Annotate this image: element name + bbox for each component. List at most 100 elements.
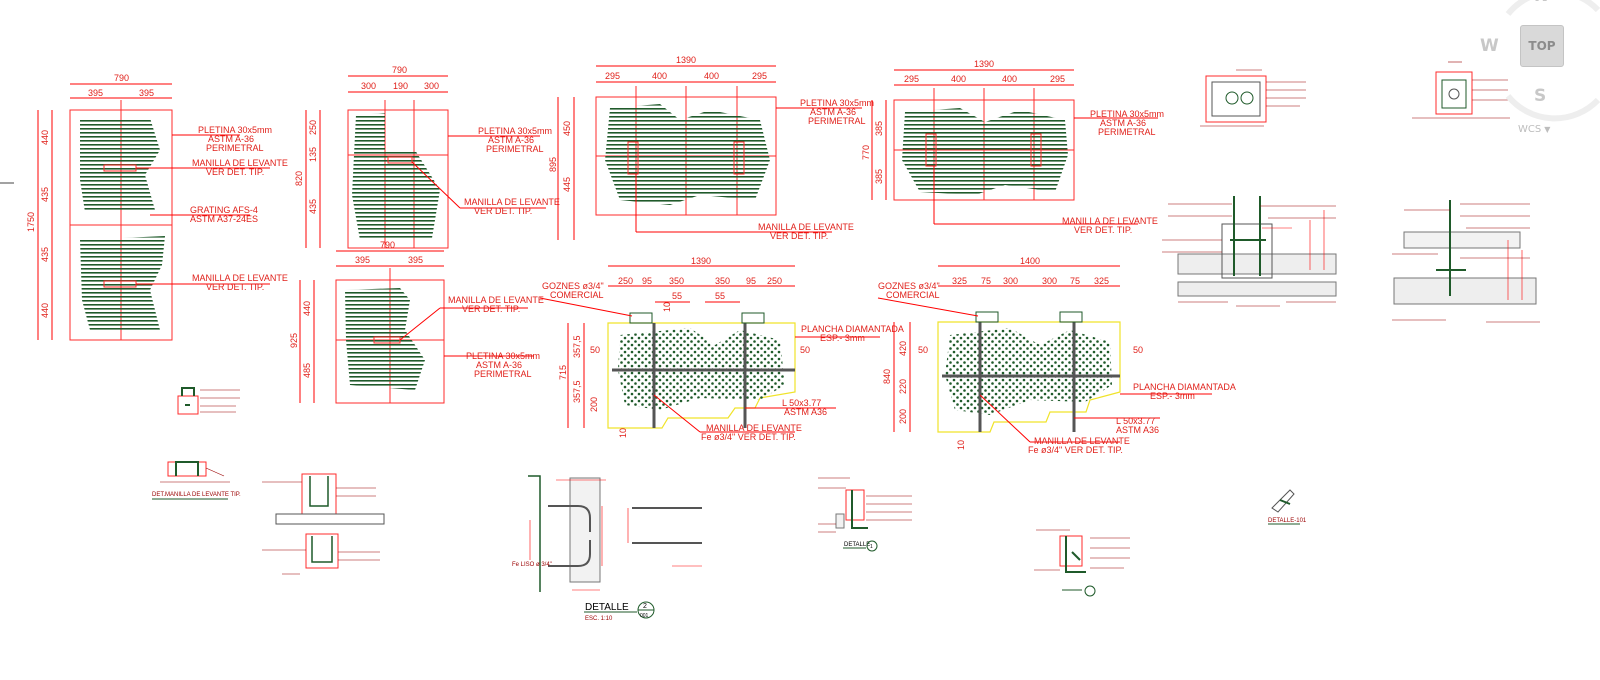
view-cube[interactable]: N W S TOP WCS▼ xyxy=(1478,0,1600,140)
detail-weld xyxy=(1071,551,1081,561)
compass-west[interactable]: W xyxy=(1480,36,1499,56)
concrete-slab xyxy=(1177,253,1337,275)
detail-lifting-handle[interactable]: DET.MANILLA DE LEVANTE TIP. xyxy=(152,461,241,500)
lifting-handle xyxy=(387,156,413,164)
callout-text: MANILLA DE LEVANTE xyxy=(464,197,560,207)
dimension-text: 250 xyxy=(618,276,633,286)
lifting-handle xyxy=(627,141,639,175)
diamond-plate-plan-6[interactable]: 1390 250 95 350 350 95 250 55 55 10 715 … xyxy=(539,256,904,442)
detail-profile xyxy=(1065,536,1086,573)
dimension-text: 357,5 xyxy=(572,335,582,358)
section-detail-large-1[interactable] xyxy=(1162,196,1337,307)
detail-sheet: 001 xyxy=(640,613,649,619)
callout-text: PLETINA 30x5mm xyxy=(466,351,540,361)
section-detail-anchor[interactable] xyxy=(1034,529,1130,597)
concrete-slab xyxy=(1177,281,1337,297)
detail-profile xyxy=(1230,196,1266,276)
callout-text: MANILLA DE LEVANTE xyxy=(448,295,544,305)
detail-dimensions xyxy=(1507,240,1523,300)
grating-plan-5[interactable]: 1390 295 400 400 295 770 385 385 PLETINA… xyxy=(861,59,1164,235)
plan-outline xyxy=(347,109,449,249)
callout-text: VER DET. TIP. xyxy=(770,231,828,241)
callout-text: L 50x3.77 xyxy=(782,398,821,408)
lifting-handle xyxy=(733,141,745,175)
dimension-text: 790 xyxy=(380,240,395,250)
plate-outline xyxy=(937,321,1121,433)
dimension-text: 50 xyxy=(800,345,810,355)
dimension-text: 250 xyxy=(308,120,318,135)
grating-plan-3[interactable]: 790 395 395 925 440 485 MANILLA DE LEVAN… xyxy=(289,240,544,404)
dimension-text: 50 xyxy=(918,345,928,355)
detail-frame xyxy=(305,533,339,569)
callout-text: VER DET. TIP. xyxy=(206,167,264,177)
dimension-text: 440 xyxy=(40,303,50,318)
callout-text: PLANCHA DIAMANTADA xyxy=(1133,382,1236,392)
detail-101-drawing[interactable]: DETALLE-101 xyxy=(1268,489,1307,525)
dimension-text: 770 xyxy=(861,145,871,160)
callout-text: ESP.- 3mm xyxy=(1150,391,1195,401)
pedestal xyxy=(1221,223,1273,279)
detail-title: DETALLE-101 xyxy=(1268,518,1307,524)
section-detail-pipe[interactable] xyxy=(262,473,385,575)
detail-2-drawing[interactable]: Fe LISO ø 3/4" DETALLE ESC. 1:10 2 001 xyxy=(512,475,702,622)
grating-hatch xyxy=(80,236,165,330)
view-cube-top-face[interactable]: TOP xyxy=(1520,25,1564,67)
detail-profile xyxy=(309,476,329,507)
anchor-hole xyxy=(1448,88,1460,100)
callout-text: PERIMETRAL xyxy=(206,143,264,153)
diamond-hatch xyxy=(945,328,1112,415)
dimension-text: 895 xyxy=(548,157,558,172)
dimension-text: 95 xyxy=(746,276,756,286)
callout-text: COMERCIAL xyxy=(886,290,940,300)
detail-profile xyxy=(181,387,195,396)
grating-plan-4[interactable]: 1390 295 400 400 295 895 450 445 PLETINA… xyxy=(548,55,874,241)
dimension-text: 295 xyxy=(752,71,767,81)
detail-frame xyxy=(1059,535,1083,567)
dimension-text: 395 xyxy=(88,88,103,98)
compass-south[interactable]: S xyxy=(1534,86,1547,106)
lifting-handle xyxy=(925,133,937,167)
dimension-text: 435 xyxy=(40,247,50,262)
dimension-text: 1750 xyxy=(26,212,36,232)
detail-frame xyxy=(301,473,337,515)
hinge xyxy=(741,312,765,324)
callout-text: VER DET. TIP. xyxy=(462,304,520,314)
detail-frame xyxy=(1205,75,1267,123)
compass-north[interactable]: N xyxy=(1534,0,1548,6)
dimension-text: 395 xyxy=(408,255,423,265)
callout-text: MANILLA DE LEVANTE xyxy=(758,222,854,232)
dimension-text: 1390 xyxy=(974,59,994,69)
callout-text: GOZNES ø3/4" xyxy=(542,281,604,291)
detail-number: 1 xyxy=(870,544,873,550)
detail-title: DETALLE xyxy=(585,602,629,613)
callout-text: MANILLA DE LEVANTE xyxy=(1062,216,1158,226)
detail-frame xyxy=(1211,81,1261,117)
dimension-text: 300 xyxy=(1003,276,1018,286)
dimension-text: 445 xyxy=(562,177,572,192)
wcs-menu[interactable]: WCS▼ xyxy=(1518,124,1550,135)
detail-callouts xyxy=(1200,69,1306,127)
dimension-text: 220 xyxy=(898,379,908,394)
detail-scale: ESC. 1:10 xyxy=(585,616,613,622)
chevron-down-icon: ▼ xyxy=(1544,125,1551,134)
small-detail-bracket[interactable] xyxy=(177,387,240,415)
detail-callouts xyxy=(1392,203,1540,323)
small-plan-detail-1[interactable] xyxy=(1200,69,1306,127)
callout-text: ASTM A37-24ES xyxy=(190,214,258,224)
dimension-text: 300 xyxy=(424,81,439,91)
diamond-plate-plan-7[interactable]: 1400 325 75 300 300 75 325 840 420 220 2… xyxy=(877,256,1236,455)
detail-1-drawing[interactable]: DETALLE 1 xyxy=(818,477,912,552)
dimension-text: 395 xyxy=(355,255,370,265)
grating-plan-2[interactable]: 790 300 190 300 820 250 135 435 PLETINA … xyxy=(294,65,560,249)
section-detail-large-2[interactable] xyxy=(1392,200,1540,323)
callout-text: ASTM A-36 xyxy=(810,107,856,117)
grating-plan-1[interactable]: 790 395 395 1750 440 435 435 440 PLETINA… xyxy=(26,73,288,341)
small-plan-detail-2[interactable] xyxy=(1412,61,1510,119)
dimension-text: 50 xyxy=(1133,345,1143,355)
grating-hatch xyxy=(345,288,425,390)
dimension-text: 350 xyxy=(669,276,684,286)
dimension-text: 400 xyxy=(704,71,719,81)
callout-text: PLANCHA DIAMANTADA xyxy=(801,324,904,334)
dimension-text: 190 xyxy=(393,81,408,91)
